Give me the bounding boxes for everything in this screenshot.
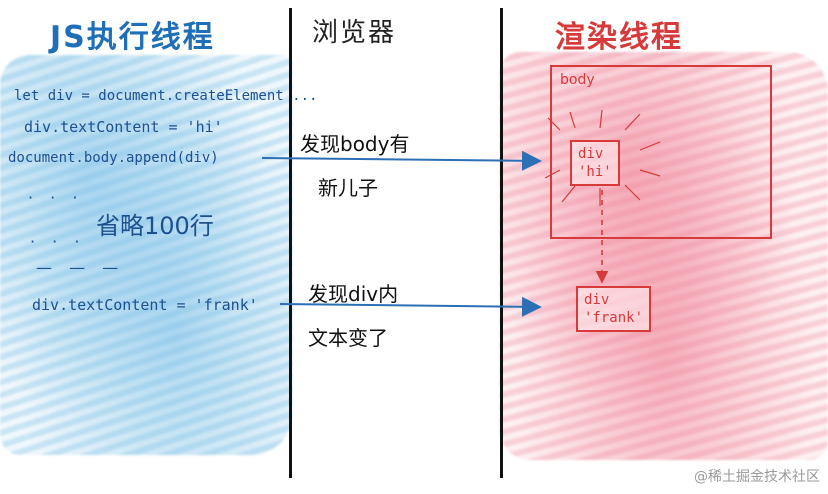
div-box-hi: div 'hi': [570, 140, 620, 186]
ellipsis-dots-3: — — —: [36, 258, 125, 277]
watermark: @稀土掘金技术社区: [694, 469, 820, 485]
div-box-frank-text: 'frank': [584, 310, 644, 326]
body-box: [550, 65, 772, 239]
title-render-thread: 渲染线程: [555, 20, 683, 55]
divider-left: [289, 8, 292, 478]
omit-text: 省略100行: [96, 212, 214, 240]
code-line-append: document.body.append(div): [8, 150, 219, 166]
js-thread-wash: [0, 55, 292, 455]
render-thread-wash: [500, 52, 828, 460]
arrow-append: [261, 150, 542, 171]
divider-right: [500, 8, 503, 478]
body-label: body: [560, 72, 595, 88]
div-box-frank: div 'frank': [576, 286, 652, 332]
div-box-frank-tag: div: [584, 292, 610, 308]
note-body-child-1: 发现body有: [300, 132, 410, 156]
arrow-text-change: [279, 296, 542, 317]
code-line-text-frank: div.textContent = 'frank': [32, 296, 258, 314]
note-text-changed-2: 文本变了: [308, 326, 388, 350]
ellipsis-dots-1: · · ·: [28, 188, 84, 207]
note-body-child-2: 新儿子: [318, 176, 378, 200]
title-browser: 浏览器: [312, 18, 397, 48]
div-box-hi-tag: div: [578, 146, 604, 162]
code-line-create: let div = document.createElement ...: [14, 88, 318, 104]
code-line-text-hi: div.textContent = 'hi': [24, 118, 223, 136]
ellipsis-dots-2: · · ·: [30, 232, 86, 251]
note-text-changed-1: 发现div内: [308, 282, 399, 306]
title-js-thread: JS执行线程: [50, 20, 215, 55]
highlight-rays: [544, 109, 661, 206]
div-box-hi-text: 'hi': [578, 164, 612, 180]
